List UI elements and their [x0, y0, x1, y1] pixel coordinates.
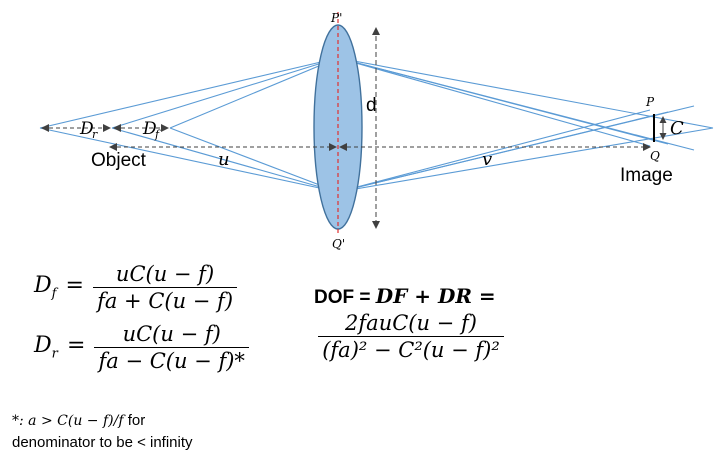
- dr-fraction: uC(u − f) fa − C(u − f)*: [94, 322, 249, 373]
- label-p-prime: P': [330, 11, 342, 25]
- label-d: d: [366, 95, 377, 116]
- df-equation: Df = uC(u − f) fa + C(u − f): [34, 262, 238, 313]
- ray: [39, 127, 339, 193]
- label-object: Object: [91, 150, 147, 171]
- label-q-prime: Q': [332, 237, 345, 251]
- df-symbol: Df: [34, 273, 57, 302]
- ray: [337, 57, 714, 129]
- ray: [111, 57, 339, 129]
- dr-symbol: Dr: [34, 333, 58, 362]
- dof-title: DOF =: [314, 287, 376, 308]
- dr-equation: Dr = uC(u − f) fa − C(u − f)*: [34, 322, 249, 373]
- df-fraction: uC(u − f) fa + C(u − f): [93, 262, 238, 313]
- footnote-line-1: *: a > C(u − f)/f for: [12, 410, 193, 432]
- ray: [337, 57, 695, 151]
- dof-numerator: 2fauC(u − f): [345, 311, 477, 335]
- dof-header: DOF = DF + DR =: [306, 284, 516, 309]
- svg-text:D: D: [142, 119, 157, 139]
- label-image: Image: [620, 165, 673, 186]
- label-v: v: [482, 149, 492, 170]
- df-denominator: fa + C(u − f): [93, 287, 238, 313]
- dof-sum: DF + DR =: [375, 284, 496, 308]
- svg-text:D: D: [79, 119, 94, 139]
- dof-equation: DOF = DF + DR = 2fauC(u − f) (fa)² − C²(…: [306, 284, 516, 362]
- label-df: D f: [142, 119, 161, 141]
- label-p: P: [645, 95, 655, 109]
- ray: [169, 57, 339, 129]
- svg-text:f: f: [154, 128, 161, 141]
- label-u: u: [218, 149, 230, 170]
- ray: [111, 127, 339, 193]
- label-dr: D r: [79, 119, 98, 141]
- footnote-for: for: [127, 412, 146, 429]
- ray: [39, 57, 339, 129]
- light-rays: [39, 57, 714, 193]
- footnote-line-2: denominator to be < infinity: [12, 434, 193, 451]
- ray: [169, 127, 339, 193]
- dof-denominator: (fa)² − C²(u − f)²: [318, 336, 504, 362]
- ray: [337, 57, 651, 147]
- dr-numerator: uC(u − f): [122, 322, 221, 346]
- footnote-condition: *: a > C(u − f)/f: [12, 413, 124, 429]
- dr-denominator: fa − C(u − f)*: [94, 347, 249, 373]
- label-c: C: [670, 118, 684, 139]
- footnote: *: a > C(u − f)/f for denominator to be …: [12, 410, 193, 453]
- dof-fraction: 2fauC(u − f) (fa)² − C²(u − f)²: [318, 311, 504, 362]
- svg-text:r: r: [92, 128, 98, 141]
- ray: [337, 109, 651, 193]
- label-q: Q: [650, 149, 660, 163]
- df-numerator: uC(u − f): [115, 262, 215, 286]
